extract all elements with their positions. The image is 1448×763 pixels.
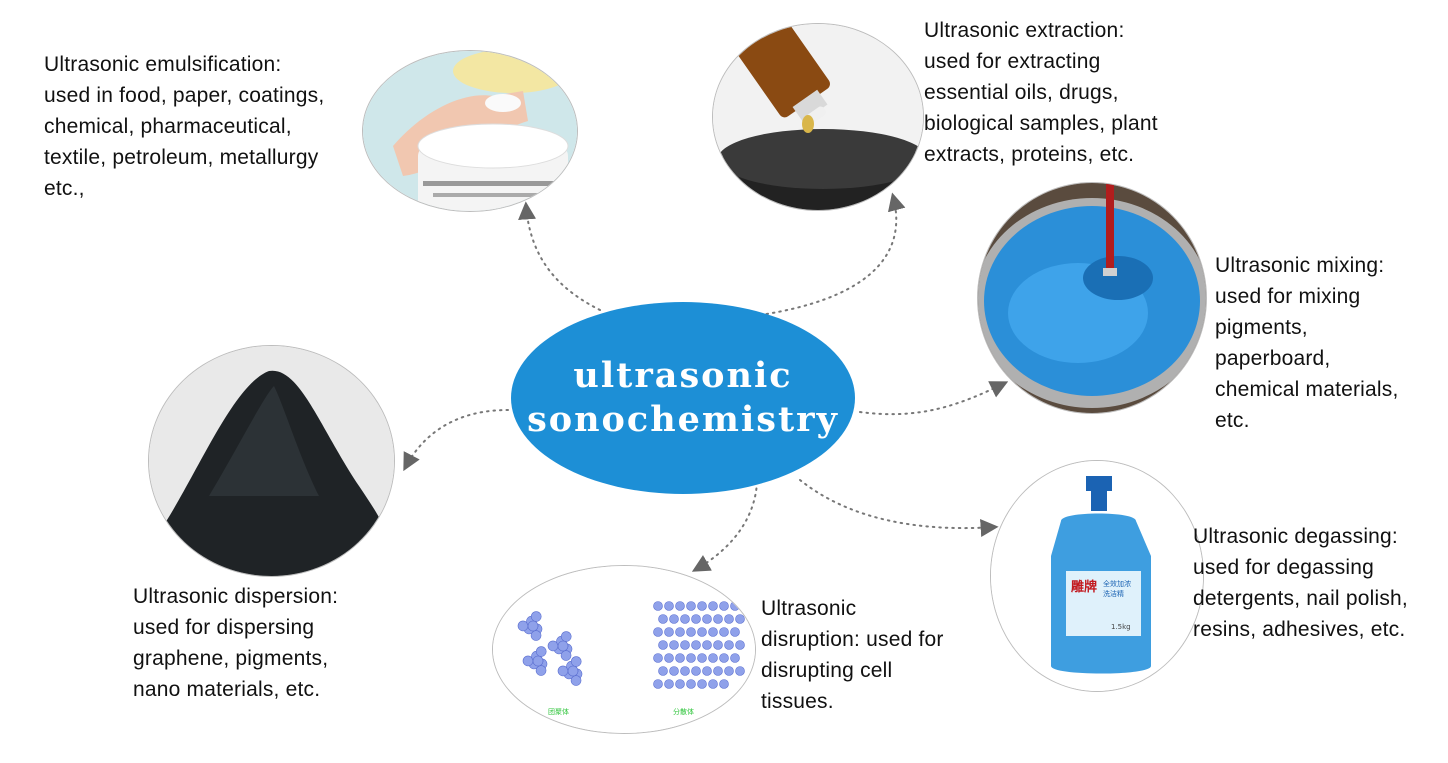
bubble — [686, 601, 696, 611]
disruption-description: Ultrasonic disruption: used for disrupti… — [761, 597, 944, 713]
bubble — [730, 653, 740, 663]
bubble — [702, 640, 712, 650]
bubble — [686, 653, 696, 663]
bubble — [719, 653, 729, 663]
bubble — [664, 679, 674, 689]
bubble — [535, 646, 547, 657]
bubble — [680, 666, 690, 676]
bubble — [653, 679, 663, 689]
bubble — [719, 627, 729, 637]
bubble — [658, 666, 668, 676]
bubble — [697, 601, 707, 611]
disruption-label-right: 分散体 — [673, 707, 694, 716]
bubble — [708, 627, 718, 637]
bubble — [735, 640, 745, 650]
bubble — [730, 627, 740, 637]
bubble — [653, 601, 663, 611]
arrow-to-extraction — [759, 192, 906, 316]
bubble — [560, 650, 572, 661]
cream-jar-image — [362, 50, 578, 212]
bubble — [697, 653, 707, 663]
bubble — [570, 656, 582, 667]
bubble — [557, 640, 569, 652]
bubble — [735, 666, 745, 676]
bubble — [697, 627, 707, 637]
bubble — [664, 601, 674, 611]
hub-title-line2: sonochemistry — [527, 399, 839, 440]
arrow-to-disruption — [691, 481, 758, 572]
bubble — [724, 614, 734, 624]
bubble — [675, 627, 685, 637]
bubble — [708, 679, 718, 689]
bubble — [719, 601, 729, 611]
bubble — [724, 666, 734, 676]
bottle-label-tag: 1.5kg — [1111, 623, 1131, 631]
bubble — [675, 653, 685, 663]
bubble — [697, 679, 707, 689]
detergent-bottle-image: 雕牌 全效加浓 洗洁精 1.5kg — [990, 460, 1204, 692]
bubble — [658, 614, 668, 624]
bubble — [691, 666, 701, 676]
bubble — [724, 640, 734, 650]
bubble — [653, 653, 663, 663]
arrow-to-emulsification — [518, 201, 601, 311]
degassing-description: Ultrasonic degassing: used for degassing… — [1193, 525, 1408, 641]
bubble — [702, 666, 712, 676]
emulsification-description: Ultrasonic emulsification: used in food,… — [44, 53, 325, 200]
bubble — [713, 666, 723, 676]
extraction-description: Ultrasonic extraction: used for extracti… — [924, 19, 1158, 166]
blue-paint-mixing-image — [977, 182, 1207, 414]
bubble — [680, 640, 690, 650]
bubble — [664, 653, 674, 663]
bubble — [691, 640, 701, 650]
bubble — [658, 640, 668, 650]
bubble — [535, 665, 547, 676]
bubble — [669, 666, 679, 676]
bubble — [702, 614, 712, 624]
arrow-to-mixing — [859, 381, 1009, 416]
bubble — [669, 614, 679, 624]
cell-bubbles-image: 团聚体 分散体 — [492, 565, 756, 734]
essential-oil-dropper-image — [712, 23, 924, 211]
central-hub-ellipse: ultrasonic sonochemistry — [511, 302, 855, 494]
bubble — [669, 640, 679, 650]
bubble — [686, 627, 696, 637]
bubble — [653, 627, 663, 637]
mixing-description: Ultrasonic mixing: used for mixing pigme… — [1215, 254, 1399, 432]
bubble — [675, 679, 685, 689]
bubble — [713, 614, 723, 624]
bubble — [708, 653, 718, 663]
bubble — [530, 630, 542, 641]
bubble — [686, 679, 696, 689]
bubble — [532, 655, 544, 667]
bubble — [567, 665, 579, 677]
bubble — [530, 611, 542, 622]
bubble — [680, 614, 690, 624]
bubble — [719, 679, 729, 689]
hub-title-line1: ultrasonic — [573, 355, 793, 396]
bubble — [691, 614, 701, 624]
bubble — [560, 631, 572, 642]
bubble — [570, 675, 582, 686]
bottle-label-line2: 洗洁精 — [1103, 589, 1124, 598]
disruption-label-left: 团聚体 — [548, 707, 569, 716]
bubble — [675, 601, 685, 611]
bubble — [527, 620, 539, 632]
bottle-label-line1: 全效加浓 — [1103, 579, 1131, 588]
bubble — [713, 640, 723, 650]
bubble — [664, 627, 674, 637]
arrow-to-dispersion — [403, 409, 509, 472]
bottle-brand: 雕牌 — [1071, 579, 1097, 595]
bubble — [730, 601, 740, 611]
black-powder-image — [148, 345, 395, 577]
bubble — [735, 614, 745, 624]
bubble — [708, 601, 718, 611]
arrow-to-degassing — [799, 479, 999, 537]
dispersion-description: Ultrasonic dispersion: used for dispersi… — [133, 585, 339, 701]
